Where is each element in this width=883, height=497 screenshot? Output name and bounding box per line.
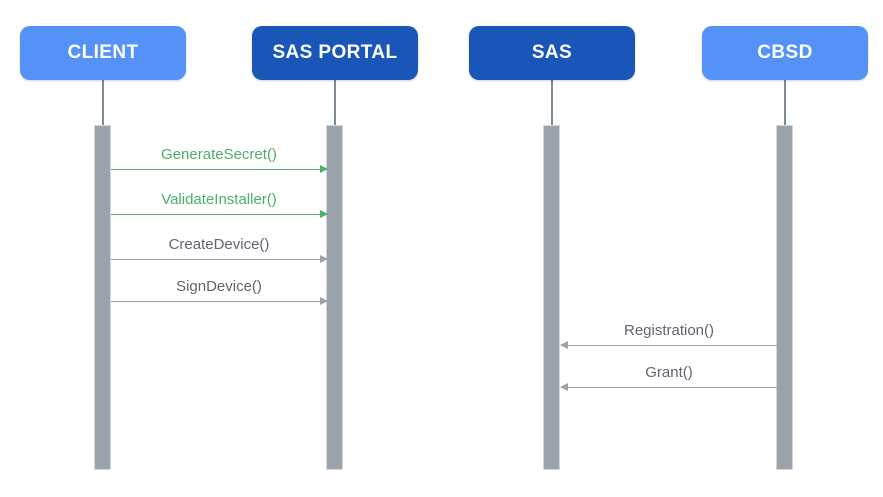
message-label-create-device: CreateDevice() xyxy=(168,236,270,253)
message-line-sign-device xyxy=(111,301,327,302)
message-line-validate-installer xyxy=(111,214,327,215)
arrowhead-right-icon xyxy=(320,255,328,263)
lifeline-stem-client xyxy=(102,80,104,126)
message-label-registration: Registration() xyxy=(623,322,715,339)
lifeline-stem-sas-portal xyxy=(334,80,336,126)
lifeline-stem-sas xyxy=(551,80,553,126)
message-label-generate-secret: GenerateSecret() xyxy=(161,146,277,163)
message-label-validate-installer: ValidateInstaller() xyxy=(161,191,277,208)
arrowhead-right-icon xyxy=(320,210,328,218)
lifeline-label-sas-portal: SAS PORTAL xyxy=(272,42,398,63)
lifeline-header-sas-portal[interactable]: SAS PORTAL xyxy=(252,26,418,80)
message-line-grant xyxy=(561,387,777,388)
message-line-generate-secret xyxy=(111,169,327,170)
message-line-create-device xyxy=(111,259,327,260)
lifeline-label-cbsd: CBSD xyxy=(757,42,813,63)
lifeline-header-sas[interactable]: SAS xyxy=(469,26,635,80)
arrowhead-left-icon xyxy=(560,341,568,349)
lifeline-header-client[interactable]: CLIENT xyxy=(20,26,186,80)
lifeline-header-cbsd[interactable]: CBSD xyxy=(702,26,868,80)
lifeline-label-sas: SAS xyxy=(531,42,573,63)
arrowhead-right-icon xyxy=(320,165,328,173)
arrowhead-left-icon xyxy=(560,383,568,391)
activation-bar-client xyxy=(94,125,111,470)
message-label-sign-device: SignDevice() xyxy=(176,278,262,295)
activation-bar-sas xyxy=(543,125,560,470)
activation-bar-sas-portal xyxy=(326,125,343,470)
lifeline-stem-cbsd xyxy=(784,80,786,126)
message-label-grant: Grant() xyxy=(645,364,693,381)
arrowhead-right-icon xyxy=(320,297,328,305)
lifeline-label-client: CLIENT xyxy=(67,42,139,63)
message-line-registration xyxy=(561,345,777,346)
activation-bar-cbsd xyxy=(776,125,793,470)
